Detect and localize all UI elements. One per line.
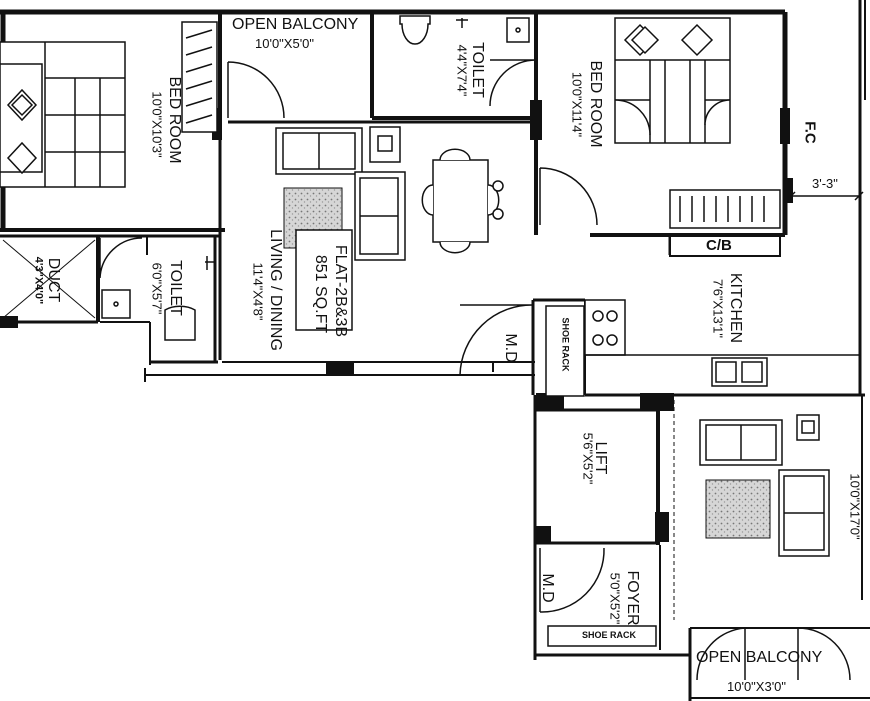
flat-info-area: 851 SQ.FT: [312, 254, 329, 334]
toilet-left-fixtures: [101, 256, 215, 341]
cb-label: C/B: [706, 237, 732, 254]
living-right-furniture: [699, 414, 830, 557]
dim-right-label: 3'-3": [812, 176, 838, 191]
open-balcony-top-size: 10'0"X5'0": [255, 36, 315, 51]
foyer-label: FOYER: [624, 570, 641, 626]
door-balcony-bottom-2: [797, 627, 851, 681]
wardrobe-left: [181, 21, 218, 133]
open-balcony-bottom-label: OPEN BALCONY: [696, 649, 823, 666]
shoe-rack-bottom-label: SHOE RACK: [582, 630, 637, 640]
shoe-rack-top-box: [545, 305, 585, 397]
pillar: [535, 526, 551, 544]
living-dining-label: LIVING / DINING: [267, 229, 284, 351]
pillar: [530, 100, 542, 140]
door-toilet-left: [99, 237, 143, 279]
pillar: [640, 393, 674, 411]
duct-cross: [2, 239, 96, 319]
bedroom-right-label: BED ROOM: [587, 60, 604, 148]
md-bottom-label: M.D: [539, 573, 556, 603]
pillar: [536, 393, 564, 411]
bed-right: [614, 17, 731, 144]
toilet-top-size: 4'4"X7'4": [454, 44, 470, 97]
bedroom-right-size: 10'0"X11'4": [569, 71, 585, 138]
wardrobe-right: [669, 189, 781, 229]
bedroom-left-label: BED ROOM: [166, 76, 183, 164]
door-bedroom-right: [539, 167, 598, 226]
pillar: [0, 316, 18, 328]
lift-size: 5'6"X5'2": [580, 432, 596, 485]
pillar: [326, 362, 354, 374]
door-balcony: [227, 61, 285, 119]
dimension-tick-right: [854, 191, 864, 201]
door-toilet-top: [489, 59, 537, 107]
living-right-size: 10'0"X17'0": [847, 473, 863, 540]
shoe-rack-top-label: SHOE RACK: [560, 317, 571, 372]
shoe-rack-bottom-box: [547, 625, 657, 647]
flat-info-box: [295, 229, 353, 331]
foyer-size: 5'0"X5'2": [607, 572, 623, 625]
pillar: [655, 512, 669, 542]
kitchen-size: 7'6"X13'1": [710, 278, 726, 338]
open-balcony-bottom-size: 10'0"X3'0": [727, 679, 787, 694]
duct-size: 4'3"X4'0": [32, 256, 45, 305]
door-main-top: [459, 304, 534, 376]
living-right-rug: [705, 479, 771, 539]
md-top-label: M.D: [502, 333, 519, 363]
kitchen-fixtures: [584, 299, 860, 387]
duct-label: DUCT: [45, 257, 62, 303]
cb-box: [669, 235, 781, 257]
pillar: [785, 178, 793, 203]
pillar: [780, 108, 790, 144]
toilet-left-label: TOILET: [167, 260, 184, 316]
door-main-bottom: [539, 547, 605, 613]
toilet-left-size: 6'0"X5'7": [149, 262, 165, 315]
kitchen-label: KITCHEN: [727, 272, 744, 344]
bed-left: [0, 41, 126, 188]
bedroom-left-size: 10'0"X10'3": [149, 91, 165, 158]
toilet-top-fixtures: [399, 15, 530, 45]
door-balcony-bottom-1: [696, 627, 746, 681]
doors: [99, 59, 851, 681]
living-dining-size: 11'4"X4'8": [250, 262, 266, 321]
fc-label: F.C: [801, 121, 819, 144]
living-furniture: [275, 126, 504, 261]
open-balcony-top-label: OPEN BALCONY: [232, 16, 359, 33]
flat-info-name: FLAT-2B&3B: [332, 244, 349, 338]
toilet-top-label: TOILET: [469, 42, 486, 98]
